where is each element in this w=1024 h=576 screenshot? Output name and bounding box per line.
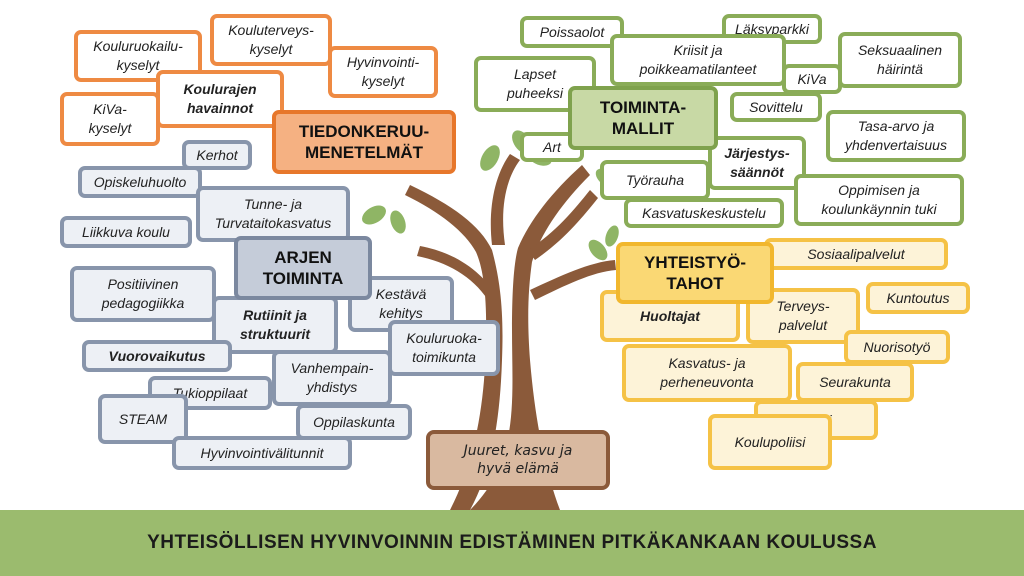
toimintamalli-item: Järjestys- säännöt — [708, 136, 806, 190]
page-title: YHTEISÖLLISEN HYVINVOINNIN EDISTÄMINEN P… — [0, 510, 1024, 576]
yhteistyo-item: Kuntoutus — [866, 282, 970, 314]
arjen-item: Vuorovaikutus — [82, 340, 232, 372]
arjen-item: STEAM — [98, 394, 188, 444]
toimintamalli-item: Työrauha — [600, 160, 710, 200]
tiedonkeruu-item: Hyvinvointi- kyselyt — [328, 46, 438, 98]
yhteistyo-item: Sosiaalipalvelut — [764, 238, 948, 270]
yhteistyo-item: Seurakunta — [796, 362, 914, 402]
arjen-item: Opiskeluhuolto — [78, 166, 202, 198]
yhteistyo-item: Terveys- palvelut — [746, 288, 860, 344]
tiedonkeruu-item: Koulurajen havainnot — [156, 70, 284, 128]
toimintamalli-item: Kasvatuskeskustelu — [624, 198, 784, 228]
arjen-item: Oppilaskunta — [296, 404, 412, 440]
yhteistyo-item: Koulupoliisi — [708, 414, 832, 470]
toimintamalli-item: Kriisit ja poikkeamatilanteet — [610, 34, 786, 86]
toimintamalli-item: Tasa-arvo ja yhdenvertaisuus — [826, 110, 966, 162]
arjen-item: Kouluruoka- toimikunta — [388, 320, 500, 376]
toimintamalli-item: Seksuaalinen häirintä — [838, 32, 962, 88]
yhteistyotahot-heading: YHTEISTYÖ- TAHOT — [616, 242, 774, 304]
roots-label: Juuret, kasvu ja hyvä elämä — [426, 430, 610, 490]
yhteistyo-item: Nuorisotyö — [844, 330, 950, 364]
arjen-item: Vanhempain- yhdistys — [272, 350, 392, 406]
tiedonkeruu-item: Kouluterveys- kyselyt — [210, 14, 332, 66]
toimintamalli-item: KiVa — [782, 64, 842, 94]
toimintamallit-heading: TOIMINTA- MALLIT — [568, 86, 718, 150]
arjen-item: Kerhot — [182, 140, 252, 170]
arjen-item: Hyvinvointivälitunnit — [172, 436, 352, 470]
yhteistyo-item: Kasvatus- ja perheneuvonta — [622, 344, 792, 402]
toimintamalli-item: Poissaolot — [520, 16, 624, 48]
arjen-item: Liikkuva koulu — [60, 216, 192, 248]
arjen-item: Tunne- ja Turvataitokasvatus — [196, 186, 350, 242]
toimintamalli-item: Oppimisen ja koulunkäynnin tuki — [794, 174, 964, 226]
toimintamalli-item: Sovittelu — [730, 92, 822, 122]
arjen-toiminta-heading: ARJEN TOIMINTA — [234, 236, 372, 300]
tiedonkeruu-heading: TIEDONKERUU- MENETELMÄT — [272, 110, 456, 174]
tiedonkeruu-item: KiVa- kyselyt — [60, 92, 160, 146]
arjen-item: Positiivinen pedagogiikka — [70, 266, 216, 322]
